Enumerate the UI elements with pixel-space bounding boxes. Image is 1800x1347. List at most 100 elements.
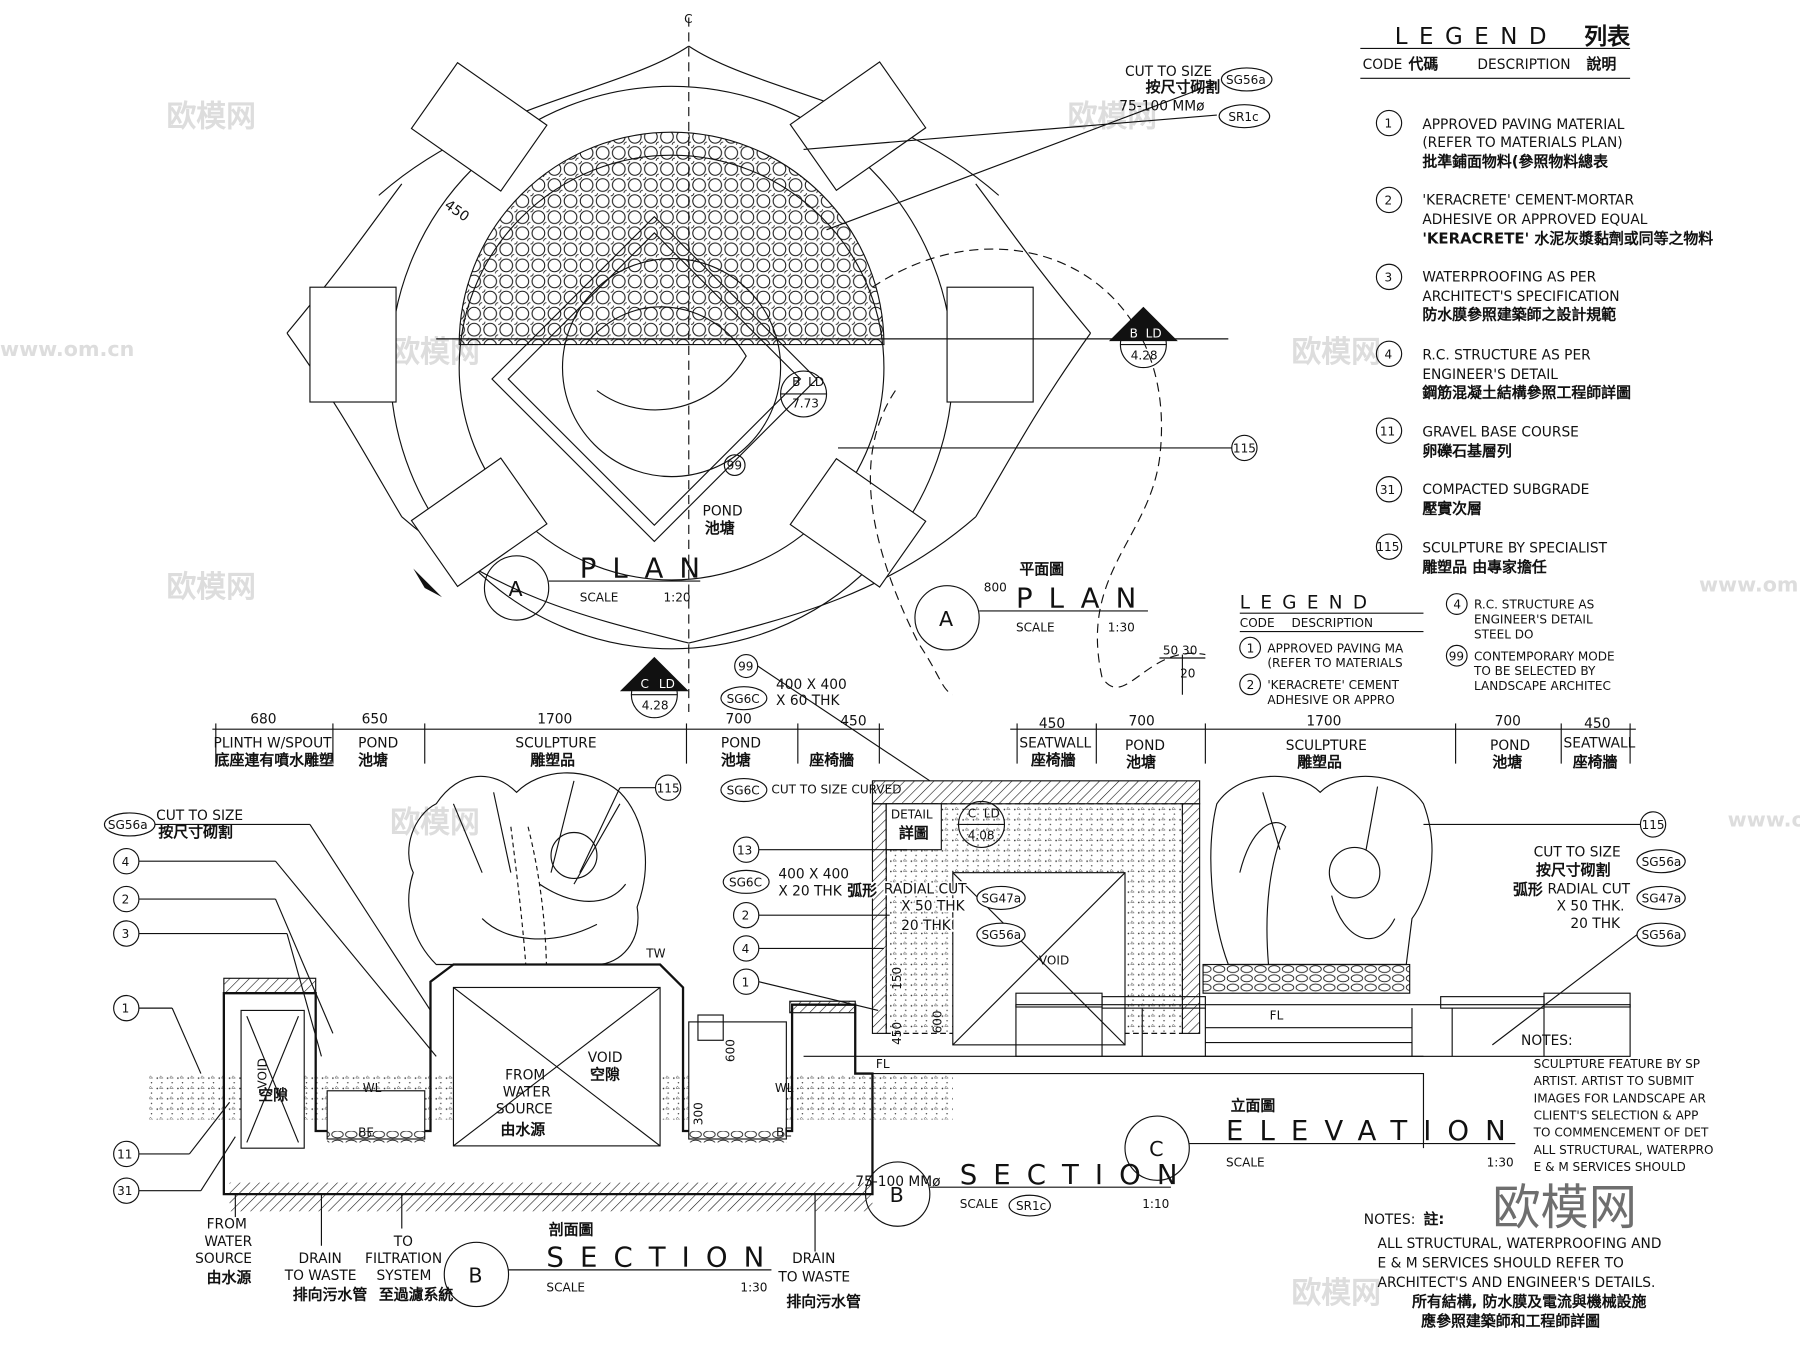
marker-sheet: 4.28 (1131, 349, 1158, 363)
callout-13: 13 (737, 843, 752, 857)
radial-label: RADIAL CUT (884, 881, 967, 897)
pebble-size: 75-100 MMø (1119, 98, 1204, 114)
tag-sg56a: SG56a (1642, 855, 1682, 869)
dim: 450 (1584, 716, 1610, 732)
marker-code: LD (1146, 327, 1162, 341)
void-label: VOID (255, 1058, 269, 1088)
zone-label: CUT TO SIZE CURVED (771, 782, 901, 796)
plan-title-cn: 平面圖 (1019, 560, 1064, 578)
paving-thk: X 20 THK (778, 884, 842, 900)
legend-desc-cn: 批準鋪面物料(參照物料總表 (1422, 153, 1608, 171)
callout: 2 (122, 893, 130, 907)
legend-code-header-cn: 代碼 (1408, 55, 1439, 73)
ghost-line: CONTEMPORARY MODE (1474, 649, 1615, 663)
legend-desc: 'KERACRETE' CEMENT-MORTAR (1422, 193, 1634, 209)
note-cn: 所有結構, 防水膜及電流與機械設施 (1412, 1293, 1647, 1311)
plan-title: PLAN (580, 553, 716, 585)
cut-to-size-cn: 按尺寸砌割 (1536, 861, 1611, 879)
legend-desc: COMPACTED SUBGRADE (1422, 482, 1589, 498)
ghost-line: APPROVED PAVING MA (1267, 641, 1404, 655)
ghost-line: (REFER TO MATERIALS (1267, 656, 1402, 670)
ghost-code: 1 (1247, 641, 1255, 655)
section-title-b2: B SECTION SCALE 1:10 (864, 1159, 1177, 1227)
elevation-title-cn: 立面圖 (1231, 1096, 1276, 1114)
zone-label: SEATWALL (1564, 736, 1636, 752)
fl-label: FL (1270, 1009, 1284, 1023)
elevation-sculpture (1210, 775, 1433, 966)
watermark: 欧模网 (390, 805, 479, 840)
be-label: BE (358, 1126, 374, 1140)
dim: 700 (1495, 714, 1521, 730)
plan-paving-squares (309, 61, 1034, 588)
note-line: TO COMMENCEMENT OF DET (1533, 1126, 1709, 1140)
zone-label: SEATWALL (1019, 736, 1091, 752)
wl-label: WL (363, 1081, 382, 1095)
notes-sculpture: NOTES: SCULPTURE FEATURE BY SP ARTIST. A… (1521, 1033, 1713, 1174)
watermark-url: www.om.cn (0, 337, 134, 361)
note-line: IMAGES FOR LANDSCAPE AR (1534, 1091, 1707, 1105)
scale-value: 1:10 (1142, 1197, 1169, 1211)
dim: 450 (840, 714, 866, 730)
zone-label: SCULPTURE (1286, 738, 1367, 754)
dim-450: 450 (890, 1022, 904, 1045)
legend-desc: SCULPTURE BY SPECIALIST (1422, 540, 1607, 556)
void-cn: 空隙 (590, 1065, 620, 1083)
scale-value: 1:30 (1487, 1156, 1514, 1170)
watermark: 欧模网 (166, 99, 255, 134)
plan-view: C CUT TO SIZE 按尺寸砌割 75-100 MMø SG56a SR1… (286, 12, 1273, 719)
notes-title: NOTES: (1364, 1212, 1416, 1228)
tw-label: TW (645, 947, 665, 961)
callout: 4 (742, 942, 750, 956)
ghost-code-header: CODE (1240, 616, 1275, 630)
ghost-legend-title: LEGEND (1240, 593, 1378, 614)
scale-label: SCALE (960, 1197, 999, 1211)
section-title-b1: B 剖面圖 SECTION SCALE 1:30 (443, 1220, 772, 1308)
tag-sg56a: SG56a (108, 818, 148, 832)
section-title-cn: 剖面圖 (549, 1220, 594, 1238)
dim-20: 20 (1180, 667, 1195, 681)
scale-value: 1:20 (664, 591, 691, 605)
ghost-line: TO BE SELECTED BY (1473, 664, 1596, 678)
note-cn: 應參照建築師和工程師詳圖 (1421, 1312, 1600, 1330)
plan-dashed-path (872, 248, 1206, 688)
title-letter: C (1149, 1137, 1163, 1161)
section-view: 680 650 1700 700 450 PLINTH W/SPOUT 底座連有… (103, 644, 1425, 1311)
dim: 650 (362, 711, 388, 727)
tag-sr1c: SR1c (1228, 110, 1258, 124)
detail-cn: 詳圖 (899, 824, 929, 842)
pond-label: POND (703, 504, 743, 520)
cut-to-size-label: CUT TO SIZE (1125, 64, 1212, 80)
legend-desc-cn: 防水膜參照建築師之設計規範 (1422, 305, 1616, 323)
zone-label: SCULPTURE (515, 736, 596, 752)
legend-title-cn: 列表 (1584, 24, 1630, 50)
ghost-code: 4 (1453, 598, 1461, 612)
marker-sheet: 4.08 (968, 828, 995, 842)
note-line: E & M SERVICES SHOULD (1534, 1160, 1686, 1174)
plan-title-a1: A PLAN SCALE 1:20 (483, 553, 716, 621)
marker-code: LD (984, 807, 1000, 821)
zone-cn: 池塘 (1126, 753, 1156, 771)
tag-sg6c: SG6C (727, 692, 760, 706)
title-letter: B (890, 1183, 904, 1207)
section-marker-b-top: B LD 4.28 (1108, 306, 1178, 369)
marker-letter: C (968, 807, 976, 821)
legend-desc: ADHESIVE OR APPROVED EQUAL (1422, 212, 1647, 228)
tag-sg56a: SG56a (1226, 73, 1266, 87)
dim-50-30: 50 30 (1163, 644, 1198, 658)
note-line: ALL STRUCTURAL, WATERPROOFING AND (1378, 1236, 1662, 1252)
legend-code: 31 (1380, 483, 1395, 497)
ghost-line: 'KERACRETE' CEMENT (1267, 678, 1399, 692)
cut-to-size-label: CUT TO SIZE (156, 808, 243, 824)
legend-code: 4 (1384, 347, 1392, 361)
watermark-layer: 欧模网 欧模网 欧模网 欧模网 欧模网 欧模网 欧模网 www.om.cn ww… (0, 99, 1800, 1311)
legend-desc: GRAVEL BASE COURSE (1422, 424, 1579, 440)
marker-letter: B (792, 375, 800, 389)
zone-cn: 座椅牆 (1572, 753, 1618, 771)
